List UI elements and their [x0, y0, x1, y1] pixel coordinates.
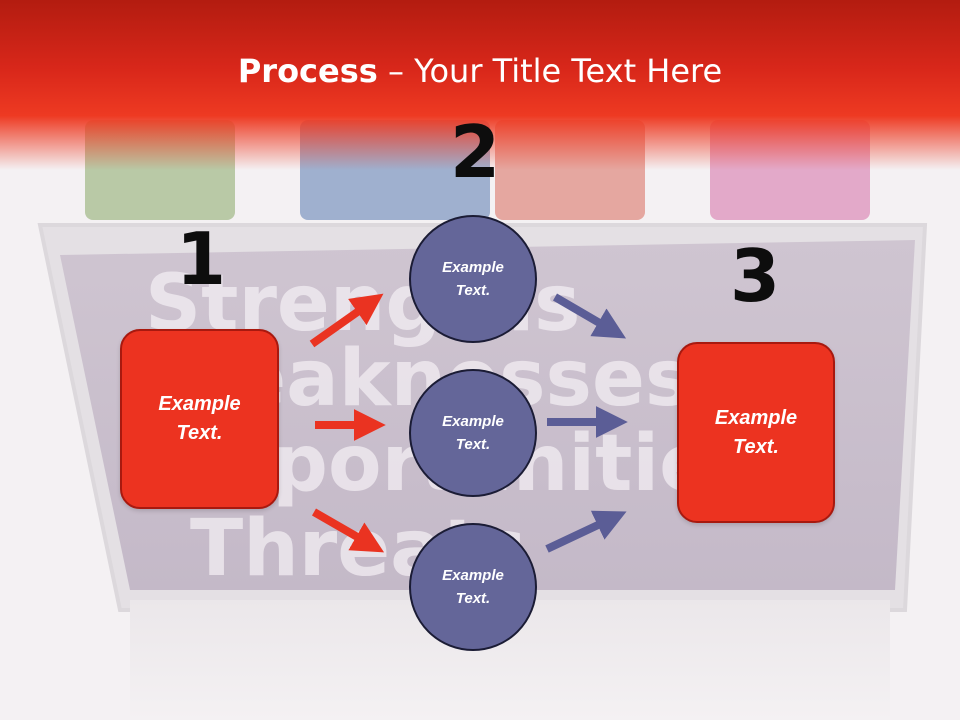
arrow-box1-to-circle-bottom [312, 508, 385, 553]
step-number-3: 3 [730, 234, 781, 318]
circle-bottom-text: Example Text. [442, 567, 504, 607]
circle-middle-text: Example Text. [442, 413, 504, 453]
arrow-circle-bottom-to-box3 [545, 510, 627, 553]
step-2-circle-middle: Example Text. [409, 369, 537, 497]
title-band [0, 0, 960, 170]
step-1-box-text: Example Text. [158, 393, 241, 444]
step-number-1: 1 [176, 217, 227, 301]
step-3-box-text: Example Text. [714, 406, 798, 458]
circle-top-text: Example Text. [442, 259, 504, 299]
step-2-circle-bottom: Example Text. [409, 523, 537, 651]
step-1-box: Example Text. [120, 329, 279, 509]
arrow-box1-to-circle-top [309, 293, 384, 348]
title-rest: – Your Title Text Here [377, 52, 723, 90]
step-2-circle-top: Example Text. [409, 215, 537, 343]
step-number-2: 2 [450, 110, 501, 194]
title-bold: Process [237, 52, 378, 90]
step-3-box: Example Text. [677, 342, 835, 523]
slide-title: Process – Your Title Text Here [0, 52, 960, 90]
arrow-circle-top-to-box3 [552, 293, 627, 339]
